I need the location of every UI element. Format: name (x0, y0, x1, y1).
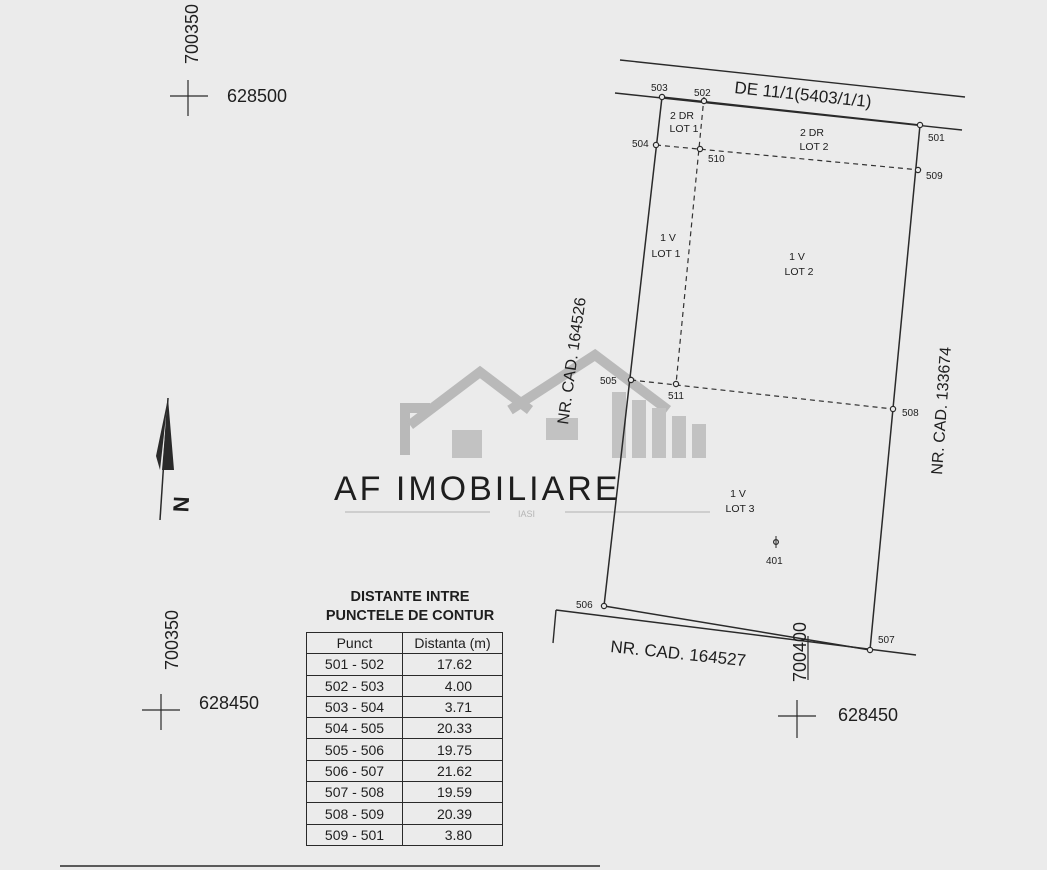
coord-top-left-y: 628500 (227, 86, 287, 106)
table-row: 505 - 506 19.75 (306, 738, 503, 761)
point-507-marker (866, 646, 874, 654)
point-510-label: 510 (708, 154, 725, 165)
table-cell-distanta: 20.33 (402, 717, 503, 740)
watermark-sub: IASI (518, 509, 535, 519)
point-501-label: 501 (928, 133, 945, 144)
division-line-504-509 (655, 144, 921, 171)
table-cell-punct: 501 - 502 (306, 653, 403, 676)
parcel-outline (603, 96, 921, 651)
north-arrow-label: N (168, 496, 194, 513)
table-cell-distanta: 19.75 (402, 738, 503, 761)
table-cell-punct: 509 - 501 (306, 823, 403, 846)
point-507-label: 507 (878, 635, 895, 646)
zone-dr-lot2-use: 2 DR (800, 127, 824, 139)
point-505-marker (627, 376, 635, 384)
point-511-label: 511 (668, 391, 684, 402)
table-row: 509 - 501 3.80 (306, 823, 503, 846)
coord-bottom-x: 700400 (790, 622, 810, 682)
zone-v-lot3-lot: LOT 3 (726, 503, 755, 515)
distance-table-title-line1: DISTANTE INTRE (350, 589, 470, 605)
watermark-brand: AF IMOBILIARE (334, 470, 621, 508)
point-506-marker (600, 602, 608, 610)
north-arrow-icon (156, 397, 174, 521)
zone-v-lot2-use: 1 V (789, 251, 805, 263)
table-cell-distanta: 17.62 (402, 653, 503, 676)
point-501-marker (916, 121, 924, 129)
coord-top-left-x: 700350 (182, 4, 202, 64)
table-header-row: Punct Distanta (m) (306, 631, 503, 655)
neighbor-right-label: NR. CAD. 133674 (929, 346, 955, 475)
table-row: 504 - 505 20.33 (306, 717, 503, 740)
table-cell-distanta: 20.39 (402, 802, 503, 825)
table-cell-distanta: 4.00 (402, 674, 503, 697)
point-510-marker (696, 145, 704, 153)
point-506-label: 506 (576, 600, 593, 611)
header-distanta: Distanta (m) (402, 631, 503, 655)
table-cell-punct: 503 - 504 (306, 695, 403, 719)
point-502-label: 502 (694, 88, 711, 99)
table-cell-punct: 504 - 505 (306, 717, 403, 740)
table-row: 507 - 508 19.59 (306, 781, 503, 804)
coord-left-x: 700350 (162, 610, 182, 670)
table-row: 508 - 509 20.39 (306, 802, 503, 825)
road-top-edge (619, 59, 966, 98)
road-bottom-label: NR. CAD. 164527 (610, 637, 747, 670)
zone-v-lot3-use: 1 V (730, 488, 746, 500)
point-509-marker (914, 166, 922, 174)
table-cell-punct: 505 - 506 (306, 738, 403, 761)
table-cell-punct: 506 - 507 (306, 759, 403, 783)
point-511-marker (672, 380, 680, 388)
point-508-marker (889, 405, 897, 413)
zone-v-lot1-use: 1 V (660, 232, 676, 244)
table-row: 503 - 504 3.71 (306, 695, 503, 719)
point-509-label: 509 (926, 171, 943, 182)
table-cell-distanta: 21.62 (402, 759, 503, 783)
distance-table: Punct Distanta (m) 501 - 502 17.62 502 -… (306, 631, 503, 846)
table-row: 501 - 502 17.62 (306, 653, 503, 676)
table-row: 506 - 507 21.62 (306, 759, 503, 783)
watermark-logo (400, 348, 706, 458)
point-401-label: 401 (766, 556, 783, 567)
table-cell-punct: 507 - 508 (306, 781, 403, 804)
table-cell-punct: 508 - 509 (306, 802, 403, 825)
division-line-505-508 (630, 379, 894, 410)
zone-dr-lot2-lot: LOT 2 (800, 141, 829, 153)
zone-dr-lot1-lot: LOT 1 (670, 123, 699, 135)
distance-table-title-line2: PUNCTELE DE CONTUR (325, 608, 495, 624)
point-503-label: 503 (651, 83, 668, 94)
coord-bottom-left-y: 628450 (199, 693, 259, 713)
zone-v-lot1-lot: LOT 1 (652, 248, 681, 260)
table-row: 502 - 503 4.00 (306, 674, 503, 697)
point-504-label: 504 (632, 139, 649, 150)
point-503-marker (658, 93, 666, 101)
point-504-marker (652, 141, 660, 149)
zone-v-lot2-lot: LOT 2 (785, 266, 814, 278)
table-cell-punct: 502 - 503 (306, 674, 403, 697)
table-cell-distanta: 3.71 (402, 695, 503, 719)
zone-dr-lot1-use: 2 DR (670, 110, 694, 122)
point-502-marker (700, 97, 708, 105)
header-punct: Punct (306, 631, 403, 655)
distance-table-title: DISTANTE INTRE PUNCTELE DE CONTUR (304, 588, 516, 626)
point-505-label: 505 (600, 376, 617, 387)
coord-bottom-right-y: 628450 (838, 705, 898, 725)
table-cell-distanta: 19.59 (402, 781, 503, 804)
division-line-502-511 (675, 96, 705, 385)
point-508-label: 508 (902, 408, 919, 419)
table-cell-distanta: 3.80 (402, 823, 503, 846)
